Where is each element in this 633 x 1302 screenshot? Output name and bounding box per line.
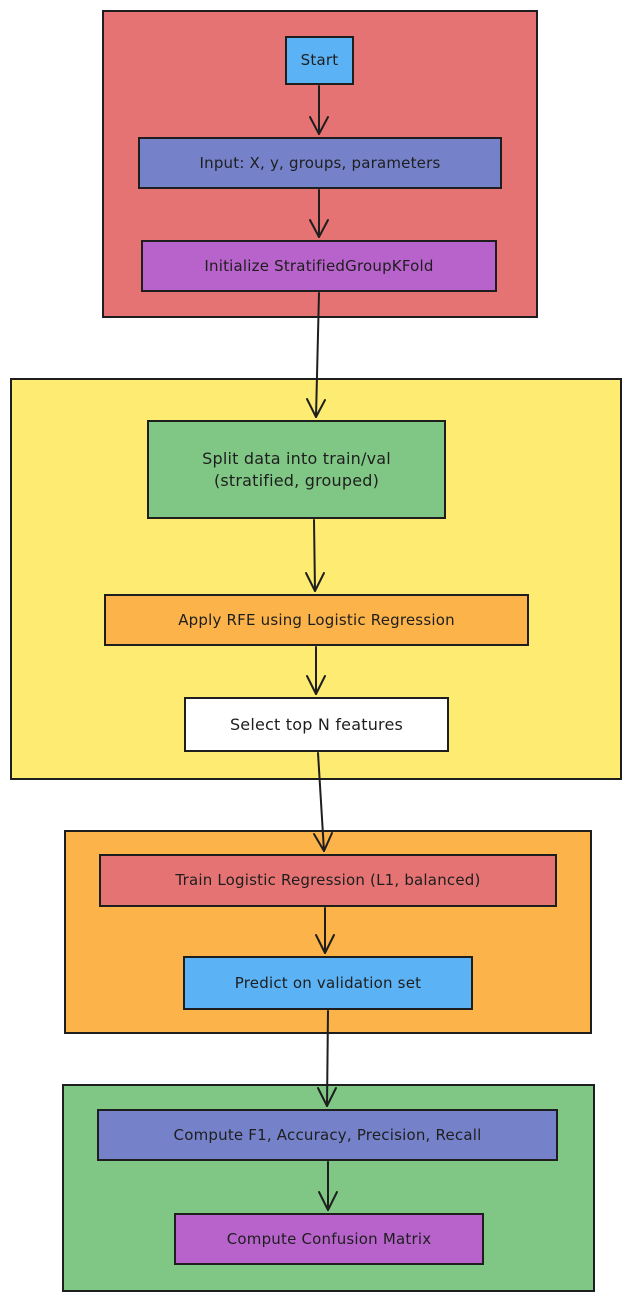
confusion-matrix-node: Compute Confusion Matrix bbox=[174, 1213, 484, 1265]
split-data-node: Split data into train/val (stratified, g… bbox=[147, 420, 446, 519]
compute-metrics-node: Compute F1, Accuracy, Precision, Recall bbox=[97, 1109, 558, 1161]
initialize-node: Initialize StratifiedGroupKFold bbox=[141, 240, 497, 292]
input-node: Input: X, y, groups, parameters bbox=[138, 137, 502, 189]
select-features-node: Select top N features bbox=[184, 697, 449, 752]
apply-rfe-node: Apply RFE using Logistic Regression bbox=[104, 594, 529, 646]
start-node: Start bbox=[285, 36, 354, 85]
train-node: Train Logistic Regression (L1, balanced) bbox=[99, 854, 557, 907]
predict-node: Predict on validation set bbox=[183, 956, 473, 1010]
